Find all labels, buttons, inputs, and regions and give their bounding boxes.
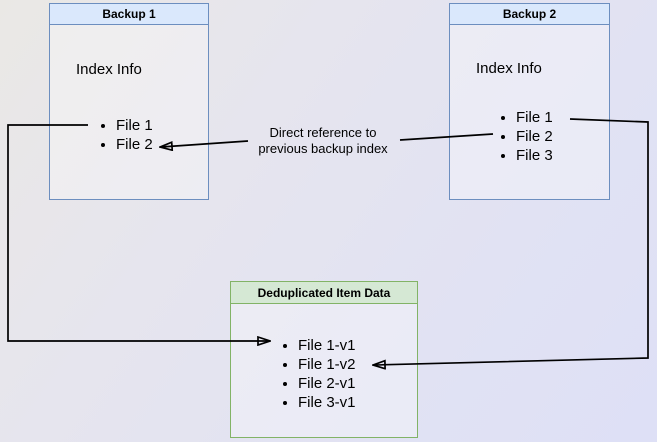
file-list-item: File 2-v1	[298, 374, 356, 393]
backup1-index-info-label: Index Info	[76, 61, 142, 78]
backup2-file-list: File 1File 2File 3	[496, 108, 553, 165]
dedup-file-list: File 1-v1File 1-v2File 2-v1File 3-v1	[278, 336, 356, 412]
backup1-file-list: File 1File 2	[96, 116, 153, 154]
backup1-box: Backup 1 Index Info File 1File 2	[49, 3, 209, 200]
file-list-item: File 2	[516, 127, 553, 146]
file-list-item: File 2	[116, 135, 153, 154]
deduplicated-item-data-box: Deduplicated Item Data File 1-v1File 1-v…	[230, 281, 418, 438]
file-list-item: File 1	[116, 116, 153, 135]
file-list-item: File 1	[516, 108, 553, 127]
backup2-index-info-label: Index Info	[476, 60, 542, 77]
file-list-item: File 1-v1	[298, 336, 356, 355]
file-list-item: File 3-v1	[298, 393, 356, 412]
backup2-box: Backup 2 Index Info File 1File 2File 3	[449, 3, 610, 200]
direct-reference-annotation: Direct reference to previous backup inde…	[238, 125, 408, 157]
dedup-title: Deduplicated Item Data	[231, 282, 417, 304]
annotation-line-1: Direct reference to	[269, 125, 377, 140]
file-list-item: File 1-v2	[298, 355, 356, 374]
backup1-title: Backup 1	[50, 4, 208, 25]
backup2-title: Backup 2	[450, 4, 609, 25]
file-list-item: File 3	[516, 146, 553, 165]
annotation-line-2: previous backup index	[258, 141, 388, 156]
